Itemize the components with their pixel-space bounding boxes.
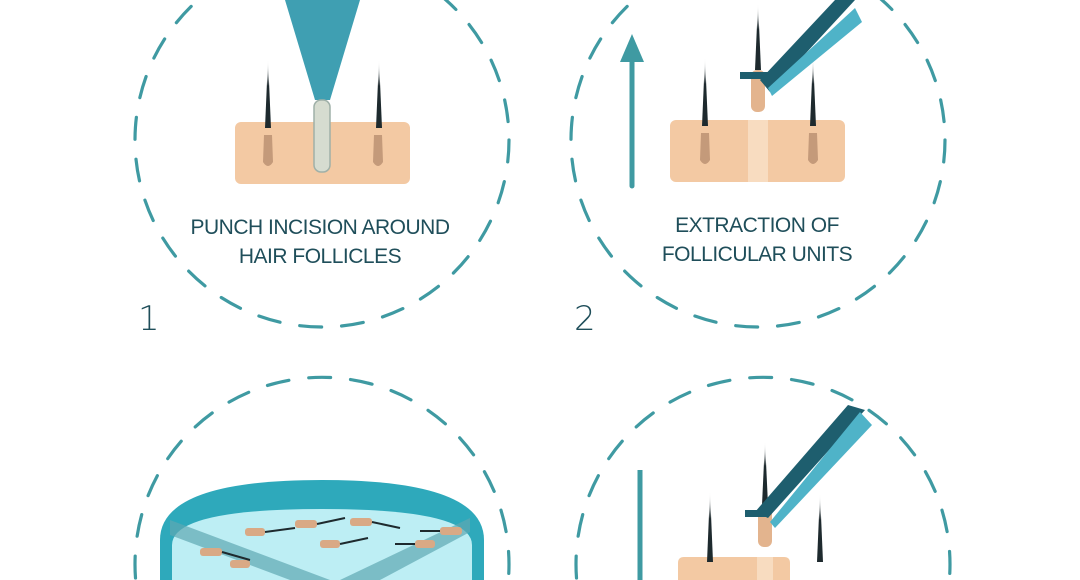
step-4 xyxy=(574,375,952,580)
hair xyxy=(707,490,713,562)
dashed-circle xyxy=(569,0,947,329)
hair-follicle xyxy=(263,58,273,166)
tweezers-icon xyxy=(745,405,872,528)
implant-site xyxy=(757,557,773,580)
punch-tool-icon xyxy=(285,0,360,100)
petri-dish-icon xyxy=(160,480,484,580)
step-2: EXTRACTION OF FOLLICULAR UNITS 2 xyxy=(569,0,947,339)
punch-needle xyxy=(313,99,331,173)
implanted-follicle xyxy=(758,440,772,547)
dashed-circle xyxy=(574,375,952,580)
step-1-caption-line1: PUNCH INCISION AROUND xyxy=(190,216,449,239)
step-2-number: 2 xyxy=(574,299,596,339)
up-arrow-icon xyxy=(620,34,644,189)
step-2-caption-line1: EXTRACTION OF xyxy=(675,214,839,237)
tweezers-icon xyxy=(740,0,862,96)
step-1-caption-line2: HAIR FOLLICLES xyxy=(239,245,402,268)
step-2-caption-line2: FOLLICULAR UNITS xyxy=(662,243,853,266)
hair xyxy=(817,492,823,562)
skin-block xyxy=(678,557,790,580)
dashed-circle xyxy=(133,375,511,580)
step-1-number: 1 xyxy=(138,299,160,339)
hair-follicle xyxy=(373,58,383,166)
step-3 xyxy=(133,375,511,580)
extracted-follicle xyxy=(751,2,765,112)
hair-follicle xyxy=(700,56,710,164)
extraction-hole xyxy=(748,120,768,182)
hair-follicle xyxy=(808,56,818,164)
step-1: PUNCH INCISION AROUND HAIR FOLLICLES 1 xyxy=(133,0,511,339)
dashed-circle xyxy=(133,0,511,329)
